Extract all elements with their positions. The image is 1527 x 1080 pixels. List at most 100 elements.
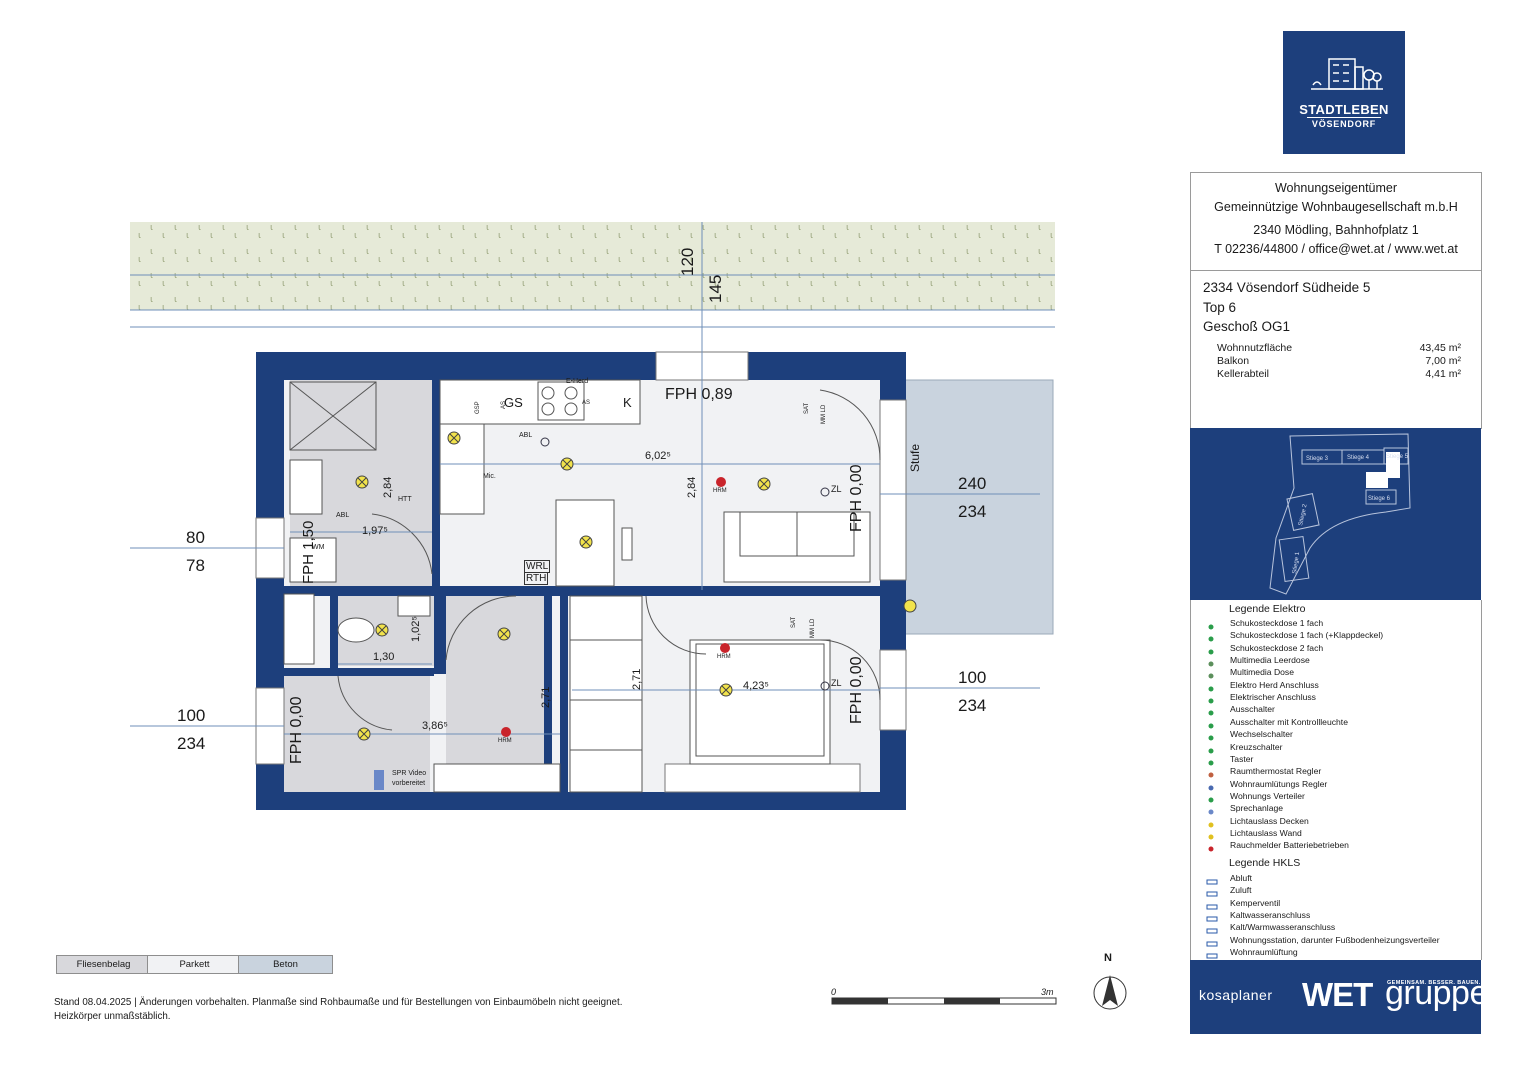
legend-hkls-icon <box>1205 899 1218 910</box>
bed-width: 4,23⁵ <box>743 680 769 692</box>
legend-hkls-item: Zuluft <box>1230 885 1252 896</box>
fph-hall: FPH 0,00 <box>288 696 305 764</box>
legend-symbol-icon <box>1205 767 1217 778</box>
legend-elektro-item: Wechselschalter <box>1230 729 1293 740</box>
legend-symbol-icon <box>1205 755 1217 766</box>
logo-subtitle: VÖSENDORF <box>1311 119 1377 129</box>
legend-symbol-icon <box>1205 705 1217 716</box>
label-rth: RTH <box>524 572 549 585</box>
legend-hkls-item: Kemperventil <box>1230 897 1281 908</box>
legend-symbol-icon <box>1205 804 1217 815</box>
legend-elektro-item: Lichtauslass Decken <box>1230 815 1309 826</box>
label-spr2: vorbereitet <box>392 780 426 787</box>
legend-symbol-icon <box>1205 656 1217 667</box>
legend-elektro-heading: Legende Elektro <box>1229 603 1306 615</box>
scale-start: 0 <box>831 987 837 997</box>
wet-logo: WET <box>1302 976 1373 1013</box>
owner-address: 2340 Mödling, Bahnhofplatz 1 <box>1253 223 1419 237</box>
label-mmld-1: MM LD <box>821 404 827 424</box>
label-zl-1: ZL <box>831 484 842 494</box>
legend-symbol-icon <box>1205 780 1217 791</box>
material-tiles: Fliesenbelag <box>56 955 151 974</box>
legend-hkls-item: Abluft <box>1230 873 1252 883</box>
legend-elektro-item: Ausschalter <box>1230 704 1275 715</box>
floor-plan: ɩ ɩ <box>130 222 1127 1010</box>
brand-footer: kosaplaner WET gruppe GEMEINSAM. BESSER.… <box>1190 960 1488 1034</box>
owner-company: Gemeinnützige Wohnbaugesellschaft m.b.H <box>1214 200 1458 214</box>
legend-symbol-icon <box>1205 817 1217 828</box>
label-gs: GS <box>504 395 523 410</box>
label-as-2: AS <box>582 400 591 406</box>
legend-elektro-item: Elektro Herd Anschluss <box>1230 679 1319 690</box>
wc-height: 1,02⁵ <box>410 616 422 642</box>
legend-symbol-icon <box>1205 693 1217 704</box>
fph-bath: FPH 1,50 <box>300 520 317 584</box>
legend-hkls-icon <box>1205 948 1218 959</box>
legend-hkls-item: Wohnraumlüftung <box>1230 947 1298 958</box>
top-dim-2: 145 <box>706 274 725 303</box>
right-dim-2-top: 100 <box>958 668 987 687</box>
kosaplaner-logo: kosaplaner <box>1199 987 1273 1003</box>
legend-symbol-icon <box>1205 644 1217 655</box>
legend-hkls-item: Wohnungsstation, darunter Fußbodenheizun… <box>1230 934 1440 945</box>
legend-elektro-item: Rauchmelder Batteriebetrieben <box>1230 840 1349 851</box>
label-eherd: E-Herd <box>566 378 589 385</box>
legend-symbol-icon <box>1205 631 1217 642</box>
left-dim-2-bottom: 234 <box>177 734 206 753</box>
material-parquet: Parkett <box>147 955 242 974</box>
legend-hkls-heading: Legende HKLS <box>1229 857 1301 869</box>
legend-symbol-icon <box>1205 792 1217 803</box>
wc-width: 1,30 <box>373 651 395 663</box>
label-spr: SPR Video <box>392 770 427 777</box>
legend-elektro-item: Lichtauslass Wand <box>1230 827 1302 838</box>
label-sat-2: SAT <box>791 616 797 628</box>
logo-title: STADTLEBEN <box>1299 102 1389 117</box>
left-dim-1-bottom: 78 <box>186 556 205 575</box>
project-box: 2334 Vösendorf Südheide 5 Top 6 Geschoß … <box>1190 270 1482 429</box>
keyplan-label: Stiege 3 <box>1306 456 1329 462</box>
label-zl-2: ZL <box>831 678 842 688</box>
label-as-1: AS <box>501 400 507 409</box>
legend-hkls-icon <box>1205 923 1218 934</box>
hall-height: 2,71 <box>540 686 552 708</box>
legend-hkls-icon <box>1205 886 1218 897</box>
legend-symbol-icon <box>1205 668 1217 679</box>
scale-end: 3m <box>1041 987 1054 997</box>
bed-height: 2,71 <box>631 668 643 690</box>
legend-elektro-item: Multimedia Leerdose <box>1230 655 1310 666</box>
site-plan-drawing: Stiege 3 Stiege 4 Stiege 5 Stiege 6 Stie… <box>1269 433 1411 595</box>
legend-symbol-icon <box>1205 619 1217 630</box>
label-wm: WM <box>312 544 325 551</box>
legend-hkls-item: Kaltwasseranschluss <box>1230 910 1311 921</box>
shower-height: 2,84 <box>382 476 394 498</box>
legend-symbol-icon <box>1205 829 1217 840</box>
storage-tiles <box>446 596 546 764</box>
legend-hkls-icon <box>1205 936 1218 947</box>
building-icon <box>1311 58 1383 90</box>
label-mic: Mic. <box>483 473 496 480</box>
top-dim-1: 120 <box>678 247 697 276</box>
legend-elektro-item: Schukosteckdose 1 fach (+Klappdeckel) <box>1230 630 1384 641</box>
smoke-detectors <box>501 477 730 737</box>
legend-hkls-item: Kalt/Warmwasseranschluss <box>1230 922 1336 933</box>
label-gsp: GSP <box>475 401 481 414</box>
legend-elektro-item: Multimedia Dose <box>1230 667 1294 678</box>
label-htt: HTT <box>398 496 412 503</box>
legend-elektro-item: Ausschalter mit Kontrollleuchte <box>1230 716 1348 727</box>
keyplan-label: Stiege 2 <box>1298 503 1309 526</box>
right-dim-2-bottom: 234 <box>958 696 987 715</box>
disclaimer-line-2: Heizkörper unmaßstäblich. <box>54 1011 171 1022</box>
living-height: 2,84 <box>686 476 698 498</box>
disclaimer-line-1: Stand 08.04.2025 | Änderungen vorbehalte… <box>54 997 623 1008</box>
legend-elektro-item: Elektrischer Anschluss <box>1230 692 1316 703</box>
gruppe-logo: gruppe <box>1385 974 1488 1012</box>
legend-symbol-icon <box>1205 730 1217 741</box>
legend-symbol-icon <box>1205 681 1217 692</box>
label-hrm-1: HRM <box>713 488 727 494</box>
left-dim-2-top: 100 <box>177 706 206 725</box>
keyplan-label: Stiege 4 <box>1347 455 1370 461</box>
